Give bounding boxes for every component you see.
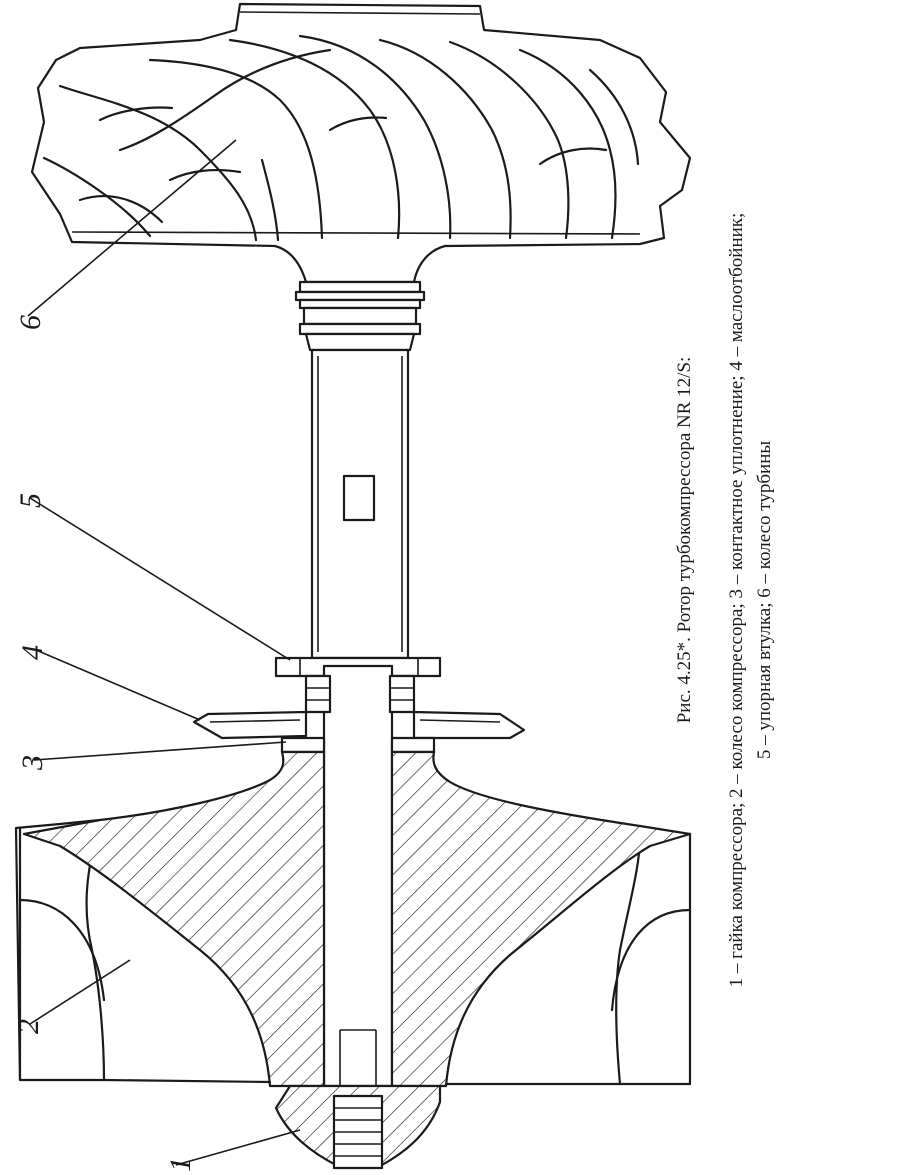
caption-title: Рис. 4.25*. Ротор турбокомпрессора NR 12…: [674, 357, 695, 724]
callout-3: 3: [16, 755, 49, 771]
caption-line-1: 1 – гайка компрессора; 2 – колесо компре…: [726, 213, 747, 988]
caption-line-2: 5 – упорная втулка; 6 – колесо турбины: [754, 441, 775, 760]
oil-slinger: [192, 710, 526, 740]
callout-numbers: 6 5 4 3 2 1: [12, 315, 197, 1172]
callout-6: 6: [14, 315, 47, 330]
turbine-wheel: [30, 2, 692, 284]
callout-2: 2: [12, 1019, 45, 1034]
compressor-wheel: [14, 750, 692, 1088]
rotor-shaft: [274, 280, 442, 1088]
compressor-nut: [274, 1084, 442, 1170]
leader-lines: [27, 139, 301, 1166]
callout-4: 4: [16, 645, 49, 660]
figure-caption: Рис. 4.25*. Ротор турбокомпрессора NR 12…: [674, 213, 775, 988]
callout-5: 5: [14, 493, 47, 508]
callout-1: 1: [164, 1157, 197, 1172]
